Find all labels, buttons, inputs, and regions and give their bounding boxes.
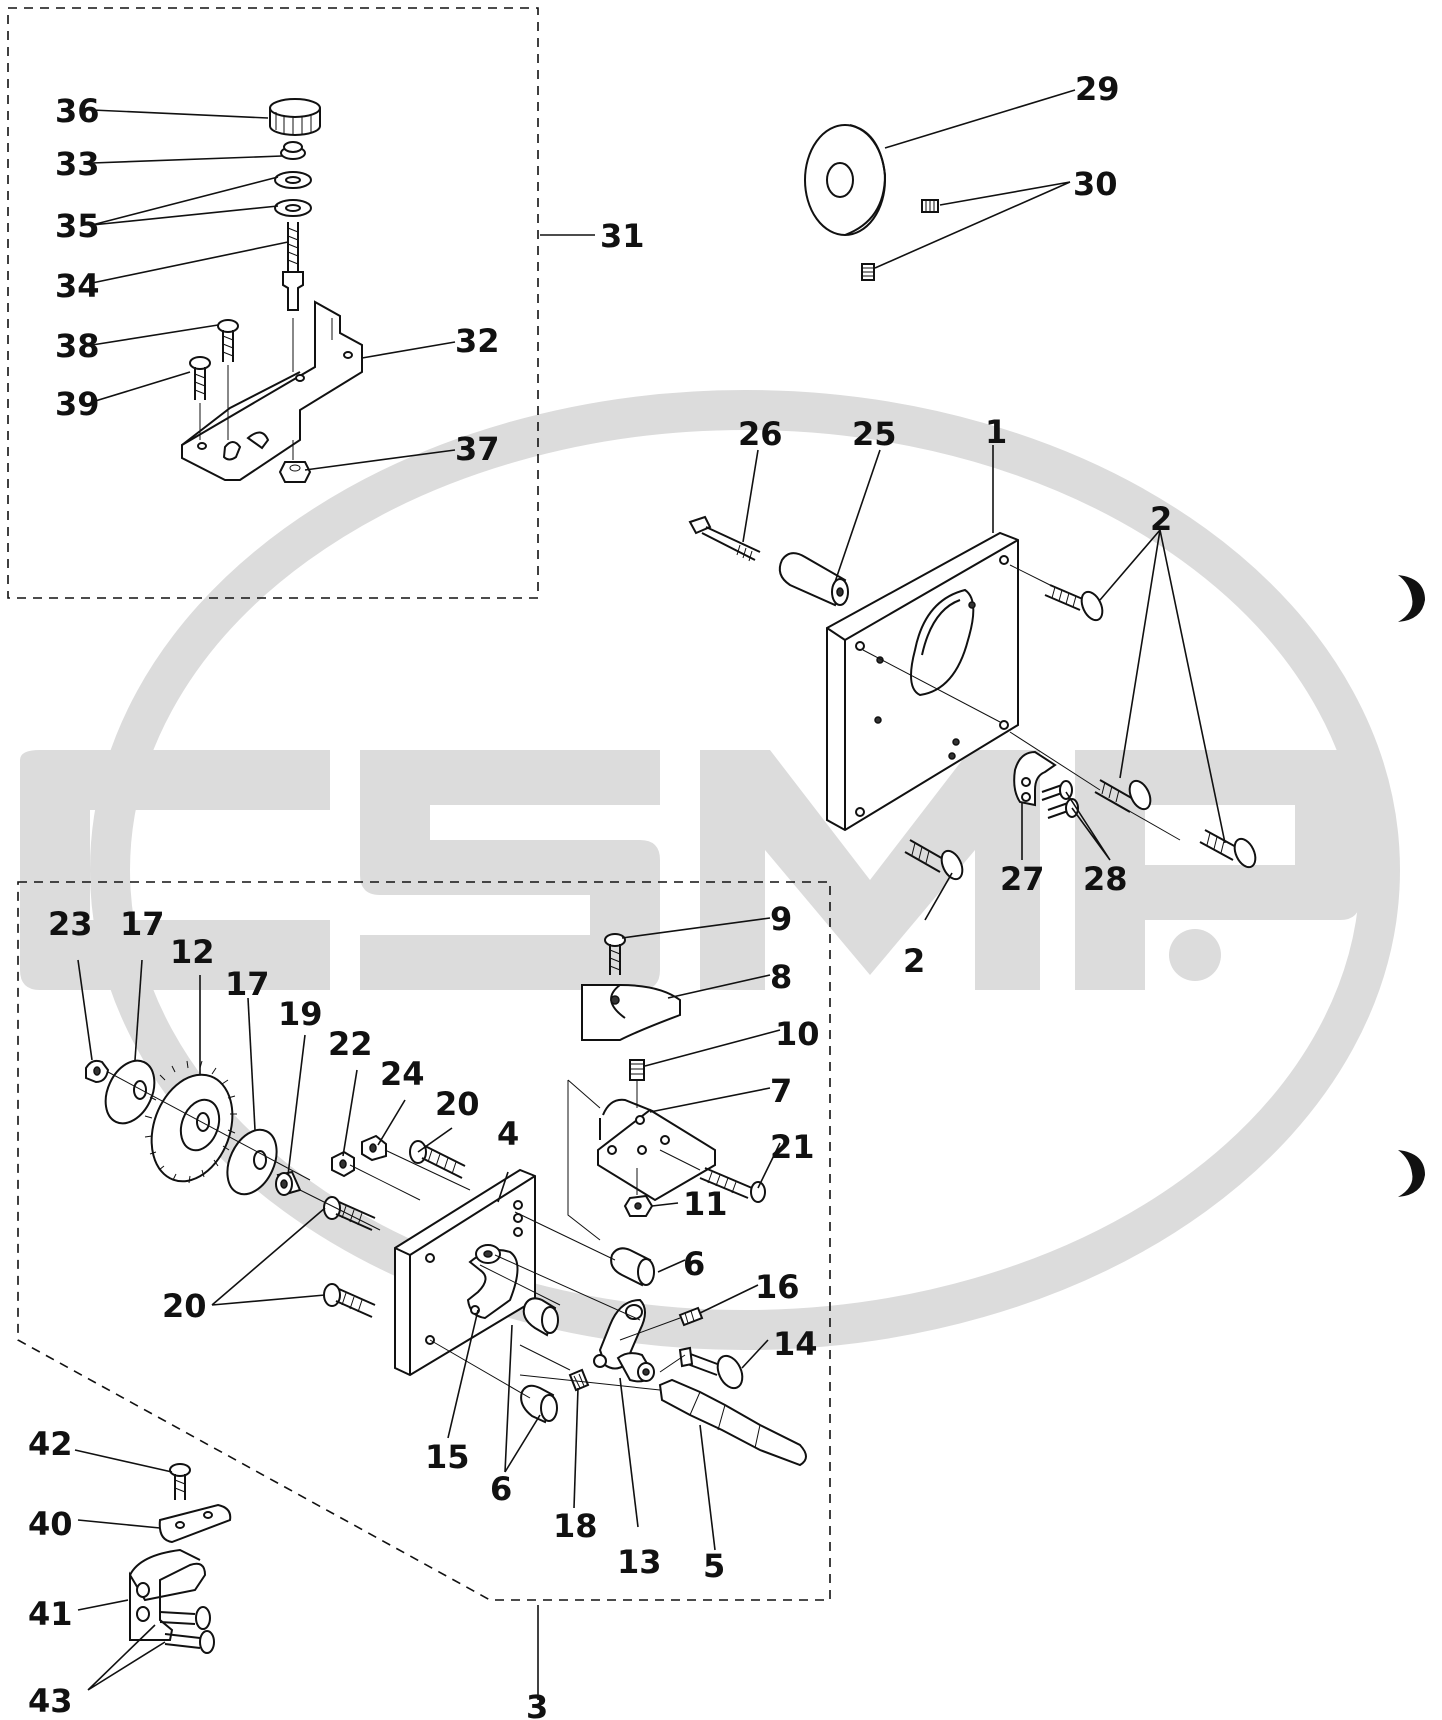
- group-3-parts: [85, 933, 807, 1467]
- label-20-top: 20: [435, 1085, 480, 1123]
- label-11: 11: [683, 1185, 728, 1223]
- label-34: 34: [55, 267, 100, 305]
- label-32: 32: [455, 322, 500, 360]
- label-22: 22: [328, 1025, 373, 1063]
- bracket-assembly-40-43: [129, 1463, 232, 1654]
- label-29: 29: [1075, 70, 1120, 108]
- label-26: 26: [738, 415, 783, 453]
- label-21: 21: [770, 1128, 815, 1166]
- label-19: 19: [278, 995, 323, 1033]
- label-20-left: 20: [162, 1287, 207, 1325]
- label-33: 33: [55, 145, 100, 183]
- label-17-right: 17: [225, 965, 270, 1003]
- label-17-left: 17: [120, 905, 165, 943]
- label-14: 14: [773, 1325, 818, 1363]
- handwheel-29: [804, 124, 939, 281]
- bracket-27: [1013, 750, 1057, 807]
- label-41: 41: [28, 1595, 73, 1633]
- label-36: 36: [55, 92, 100, 130]
- label-6-bottom: 6: [490, 1470, 512, 1508]
- label-43: 43: [28, 1682, 73, 1720]
- label-12: 12: [170, 933, 215, 971]
- label-7: 7: [770, 1072, 792, 1110]
- label-6-right: 6: [683, 1245, 705, 1283]
- label-24: 24: [380, 1055, 425, 1093]
- label-4: 4: [497, 1115, 519, 1153]
- label-9: 9: [770, 900, 792, 938]
- csmp-watermark: [20, 390, 1400, 1350]
- leader-lines: [74, 89, 1226, 1700]
- label-37: 37: [455, 430, 500, 468]
- group-31-parts: [181, 98, 363, 483]
- group-31-boundary: [7, 7, 539, 599]
- label-15: 15: [425, 1438, 470, 1476]
- label-10: 10: [775, 1015, 820, 1053]
- label-35: 35: [55, 207, 100, 245]
- screws-28: [1041, 780, 1079, 819]
- crescent-marks: [1398, 575, 1425, 1197]
- plate-1: [826, 531, 1181, 841]
- label-2-right: 2: [1150, 500, 1172, 538]
- label-1: 1: [985, 413, 1007, 451]
- label-13: 13: [617, 1543, 662, 1581]
- label-5: 5: [703, 1547, 725, 1585]
- label-3: 3: [526, 1688, 548, 1720]
- label-23: 23: [48, 905, 93, 943]
- label-25: 25: [852, 415, 897, 453]
- label-40: 40: [28, 1505, 73, 1543]
- label-42: 42: [28, 1425, 73, 1463]
- stud-26: [688, 515, 761, 562]
- label-39: 39: [55, 385, 100, 423]
- label-16: 16: [755, 1268, 800, 1306]
- label-8: 8: [770, 958, 792, 996]
- group-3-boundary: [17, 881, 831, 1601]
- label-27: 27: [1000, 860, 1045, 898]
- part-labels: 36 33 35 34 38 39 31 32 37 29 30 26 25 1…: [28, 70, 1172, 1720]
- label-38: 38: [55, 327, 100, 365]
- label-30: 30: [1073, 165, 1118, 203]
- label-18: 18: [553, 1507, 598, 1545]
- screws-2: [904, 584, 1257, 881]
- label-28: 28: [1083, 860, 1128, 898]
- spacer-25: [778, 552, 849, 607]
- label-31: 31: [600, 217, 645, 255]
- label-2-bottom: 2: [903, 942, 925, 980]
